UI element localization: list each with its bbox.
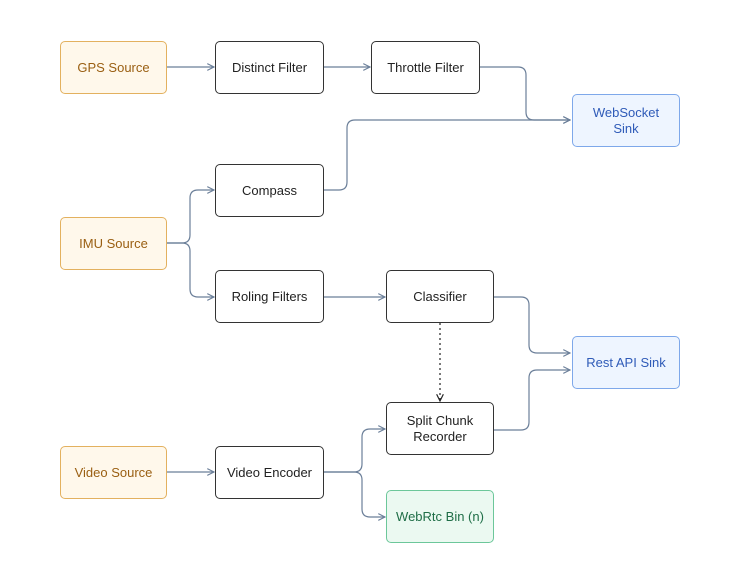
node-rest-api-sink: Rest API Sink	[572, 336, 680, 389]
edge-imu-to-roling	[167, 242, 214, 297]
node-websocket-sink: WebSocket Sink	[572, 94, 680, 147]
node-imu-source: IMU Source	[60, 217, 167, 270]
node-throttle-filter: Throttle Filter	[371, 41, 480, 94]
node-classifier: Classifier	[386, 270, 494, 323]
edge-imu-to-compass	[167, 190, 214, 244]
node-roling-filters: Roling Filters	[215, 270, 324, 323]
edge-splitchunk-to-restapi	[494, 370, 570, 431]
edge-classifier-to-restapi	[494, 296, 570, 353]
node-distinct-filter: Distinct Filter	[215, 41, 324, 94]
node-webrtc-bin: WebRtc Bin (n)	[386, 490, 494, 543]
node-video-encoder: Video Encoder	[215, 446, 324, 499]
node-compass: Compass	[215, 164, 324, 217]
edge-encoder-to-webrtc	[324, 471, 385, 517]
node-gps-source: GPS Source	[60, 41, 167, 94]
edge-encoder-to-splitchunk	[324, 429, 385, 473]
node-video-source: Video Source	[60, 446, 167, 499]
edge-compass-to-websocket	[324, 120, 570, 191]
node-split-chunk-recorder: Split Chunk Recorder	[386, 402, 494, 455]
edge-throttle-to-websocket	[480, 66, 570, 120]
